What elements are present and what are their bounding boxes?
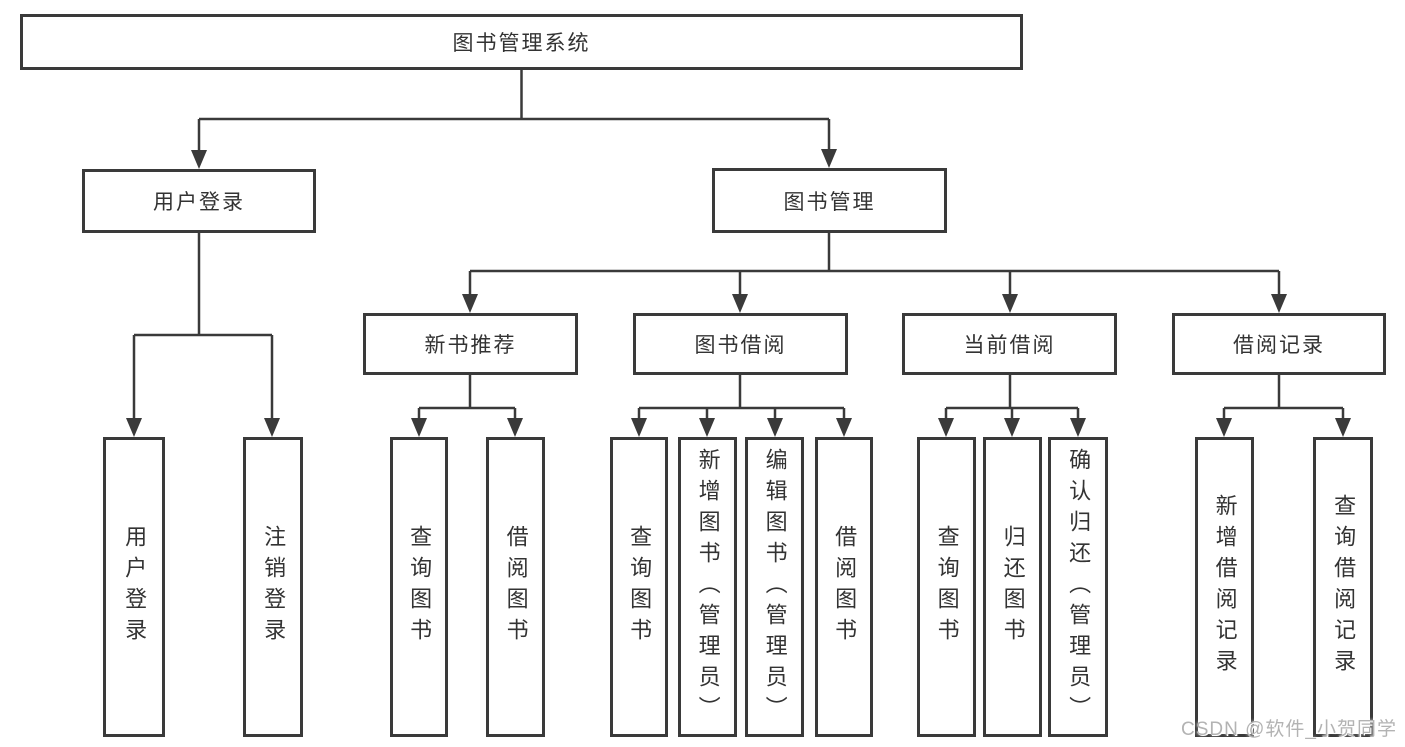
node-current-borrowing: 当前借阅	[902, 313, 1117, 375]
leaf-borrow-books-borrowing: 借阅图书	[815, 437, 873, 737]
leaf-borrow-books-recommend: 借阅图书	[486, 437, 545, 737]
csdn-watermark: CSDN @软件_小贺同学	[1181, 719, 1397, 740]
leaf-confirm-return-admin: 确认归还（管理员）	[1048, 437, 1108, 737]
node-book-management: 图书管理	[712, 168, 947, 233]
leaf-query-books-current: 查询图书	[917, 437, 976, 737]
node-borrowing-records: 借阅记录	[1172, 313, 1386, 375]
leaf-query-books-borrowing: 查询图书	[610, 437, 668, 737]
node-book-borrowing: 图书借阅	[633, 313, 848, 375]
leaf-user-login: 用户登录	[103, 437, 165, 737]
node-user-login: 用户登录	[82, 169, 316, 233]
node-library-system: 图书管理系统	[20, 14, 1023, 70]
leaf-edit-book-admin: 编辑图书（管理员）	[745, 437, 804, 737]
leaf-return-book: 归还图书	[983, 437, 1042, 737]
leaf-query-borrow-record: 查询借阅记录	[1313, 437, 1373, 737]
leaf-add-book-admin: 新增图书（管理员）	[678, 437, 737, 737]
leaf-add-borrow-record: 新增借阅记录	[1195, 437, 1254, 737]
leaf-query-books-recommend: 查询图书	[390, 437, 448, 737]
leaf-logout: 注销登录	[243, 437, 303, 737]
node-new-book-recommend: 新书推荐	[363, 313, 578, 375]
